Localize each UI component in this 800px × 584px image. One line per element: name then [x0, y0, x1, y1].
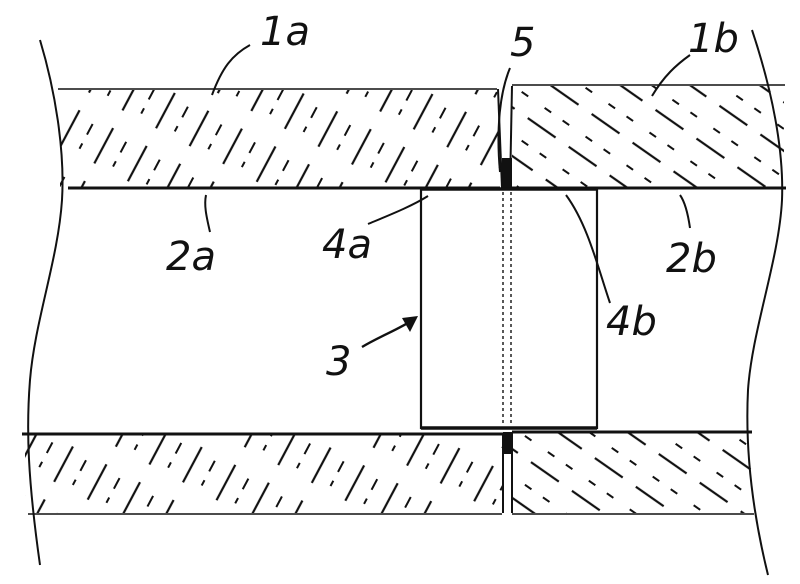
joint-seam-bottom: [503, 432, 512, 454]
break-line-left: [27, 39, 64, 566]
label-4b: 4b: [606, 299, 657, 345]
label-5: 5: [510, 20, 535, 66]
label-1b: 1b: [688, 16, 739, 62]
label-4a: 4a: [322, 222, 372, 268]
leader-lines: [204, 44, 691, 304]
wall-b-bottom: [512, 433, 752, 513]
label-2a: 2a: [166, 234, 216, 280]
label-1a: 1a: [260, 9, 310, 55]
wall-a-bottom: [25, 435, 502, 513]
insert-arrow-head: [402, 316, 418, 332]
insert-body: [419, 187, 599, 430]
joint-seam-top: [502, 158, 512, 188]
wall-a-top: [60, 90, 500, 187]
label-3: 3: [326, 339, 351, 385]
break-line-right: [746, 29, 784, 576]
label-2b: 2b: [666, 236, 717, 282]
wall-b-top: [512, 86, 784, 187]
